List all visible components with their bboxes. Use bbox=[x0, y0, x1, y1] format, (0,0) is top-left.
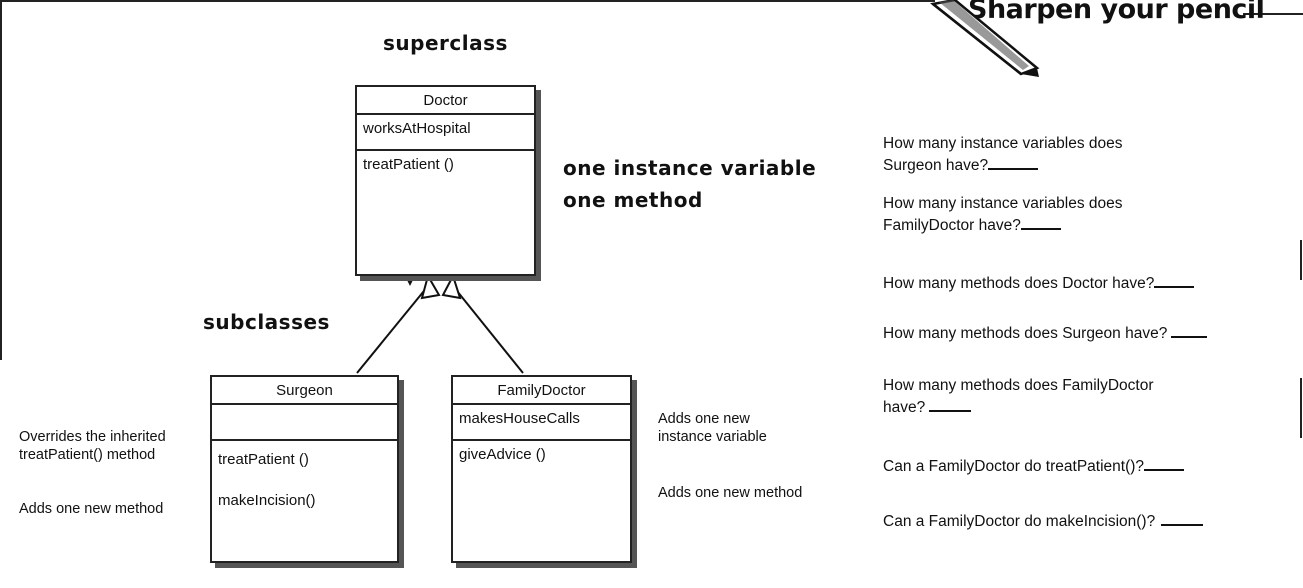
question-text: How many instance variables does bbox=[883, 195, 1123, 212]
familydoctor-variable: makesHouseCalls bbox=[453, 405, 630, 441]
question-text: Surgeon have? bbox=[883, 157, 989, 174]
adds-variable-note-line1: Adds one new bbox=[658, 411, 750, 427]
question-text: How many instance variables does bbox=[883, 135, 1123, 152]
frame-left-border bbox=[0, 0, 2, 360]
surgeon-class-box: Surgeon treatPatient () makeIncision() bbox=[210, 375, 399, 563]
question-2: How many instance variables does FamilyD… bbox=[883, 193, 1298, 236]
surgeon-method: makeIncision() bbox=[218, 492, 316, 509]
frame-right-border-lower bbox=[1300, 378, 1302, 438]
question-text: Can a FamilyDoctor do makeIncision()? bbox=[883, 513, 1156, 530]
question-answer-line: have? bbox=[883, 396, 1298, 418]
superclass-label: superclass bbox=[383, 31, 508, 55]
surgeon-method: treatPatient () bbox=[218, 451, 309, 468]
familydoctor-methods: giveAdvice () bbox=[453, 441, 630, 484]
answer-blank[interactable] bbox=[988, 154, 1039, 170]
sharpen-pencil-title: Sharpen your pencil bbox=[968, 0, 1265, 25]
question-text: How many methods does Surgeon have? bbox=[883, 325, 1168, 342]
one-method-label: one method bbox=[563, 188, 703, 212]
familydoctor-class-name: FamilyDoctor bbox=[453, 377, 630, 405]
adds-variable-note-line2: instance variable bbox=[658, 429, 767, 445]
answer-blank[interactable] bbox=[1020, 214, 1061, 230]
surgeon-class-name: Surgeon bbox=[212, 377, 397, 405]
frame-top-border-right bbox=[1243, 13, 1303, 15]
familydoctor-method: giveAdvice () bbox=[459, 446, 546, 463]
frame-top-border bbox=[0, 0, 935, 2]
doctor-method: treatPatient () bbox=[363, 156, 454, 173]
question-1: How many instance variables does Surgeon… bbox=[883, 133, 1298, 176]
question-3: How many methods does Doctor have? bbox=[883, 272, 1298, 294]
adds-method-note-right: Adds one new method bbox=[658, 485, 803, 501]
doctor-variable: worksAtHospital bbox=[357, 115, 534, 151]
question-6: Can a FamilyDoctor do treatPatient()? bbox=[883, 455, 1298, 477]
overrides-note-line1: Overrides the inherited bbox=[19, 429, 166, 445]
one-instance-variable-label: one instance variable bbox=[563, 156, 817, 180]
question-text: have? bbox=[883, 399, 926, 416]
adds-method-note-left: Adds one new method bbox=[19, 501, 164, 517]
answer-blank[interactable] bbox=[1144, 455, 1185, 471]
doctor-methods: treatPatient () bbox=[357, 151, 534, 194]
answer-blank[interactable] bbox=[1154, 272, 1195, 288]
adds-variable-note: Adds one new instance variable bbox=[658, 410, 767, 446]
overrides-note: Overrides the inherited treatPatient() m… bbox=[19, 428, 166, 464]
answer-blank[interactable] bbox=[929, 396, 972, 412]
surgeon-methods: treatPatient () makeIncision() bbox=[212, 441, 397, 530]
question-answer-line: Surgeon have? bbox=[883, 154, 1298, 176]
question-5: How many methods does FamilyDoctor have? bbox=[883, 375, 1298, 418]
question-text: How many methods does FamilyDoctor bbox=[883, 377, 1154, 394]
pencil-icon bbox=[930, 0, 1040, 77]
answer-blank[interactable] bbox=[1161, 510, 1204, 526]
question-answer-line: FamilyDoctor have? bbox=[883, 214, 1298, 236]
doctor-class-name: Doctor bbox=[357, 87, 534, 115]
overrides-note-line2: treatPatient() method bbox=[19, 447, 156, 463]
question-text: How many methods does Doctor have? bbox=[883, 275, 1155, 292]
question-4: How many methods does Surgeon have? bbox=[883, 322, 1298, 344]
subclasses-label: subclasses bbox=[203, 310, 330, 334]
question-7: Can a FamilyDoctor do makeIncision()? bbox=[883, 510, 1298, 532]
familydoctor-class-box: FamilyDoctor makesHouseCalls giveAdvice … bbox=[451, 375, 632, 563]
answer-blank[interactable] bbox=[1171, 322, 1208, 338]
frame-right-border bbox=[1300, 240, 1302, 280]
question-text: FamilyDoctor have? bbox=[883, 217, 1021, 234]
surgeon-variables bbox=[212, 405, 397, 441]
question-text: Can a FamilyDoctor do treatPatient()? bbox=[883, 458, 1145, 475]
doctor-class-box: Doctor worksAtHospital treatPatient () bbox=[355, 85, 536, 276]
